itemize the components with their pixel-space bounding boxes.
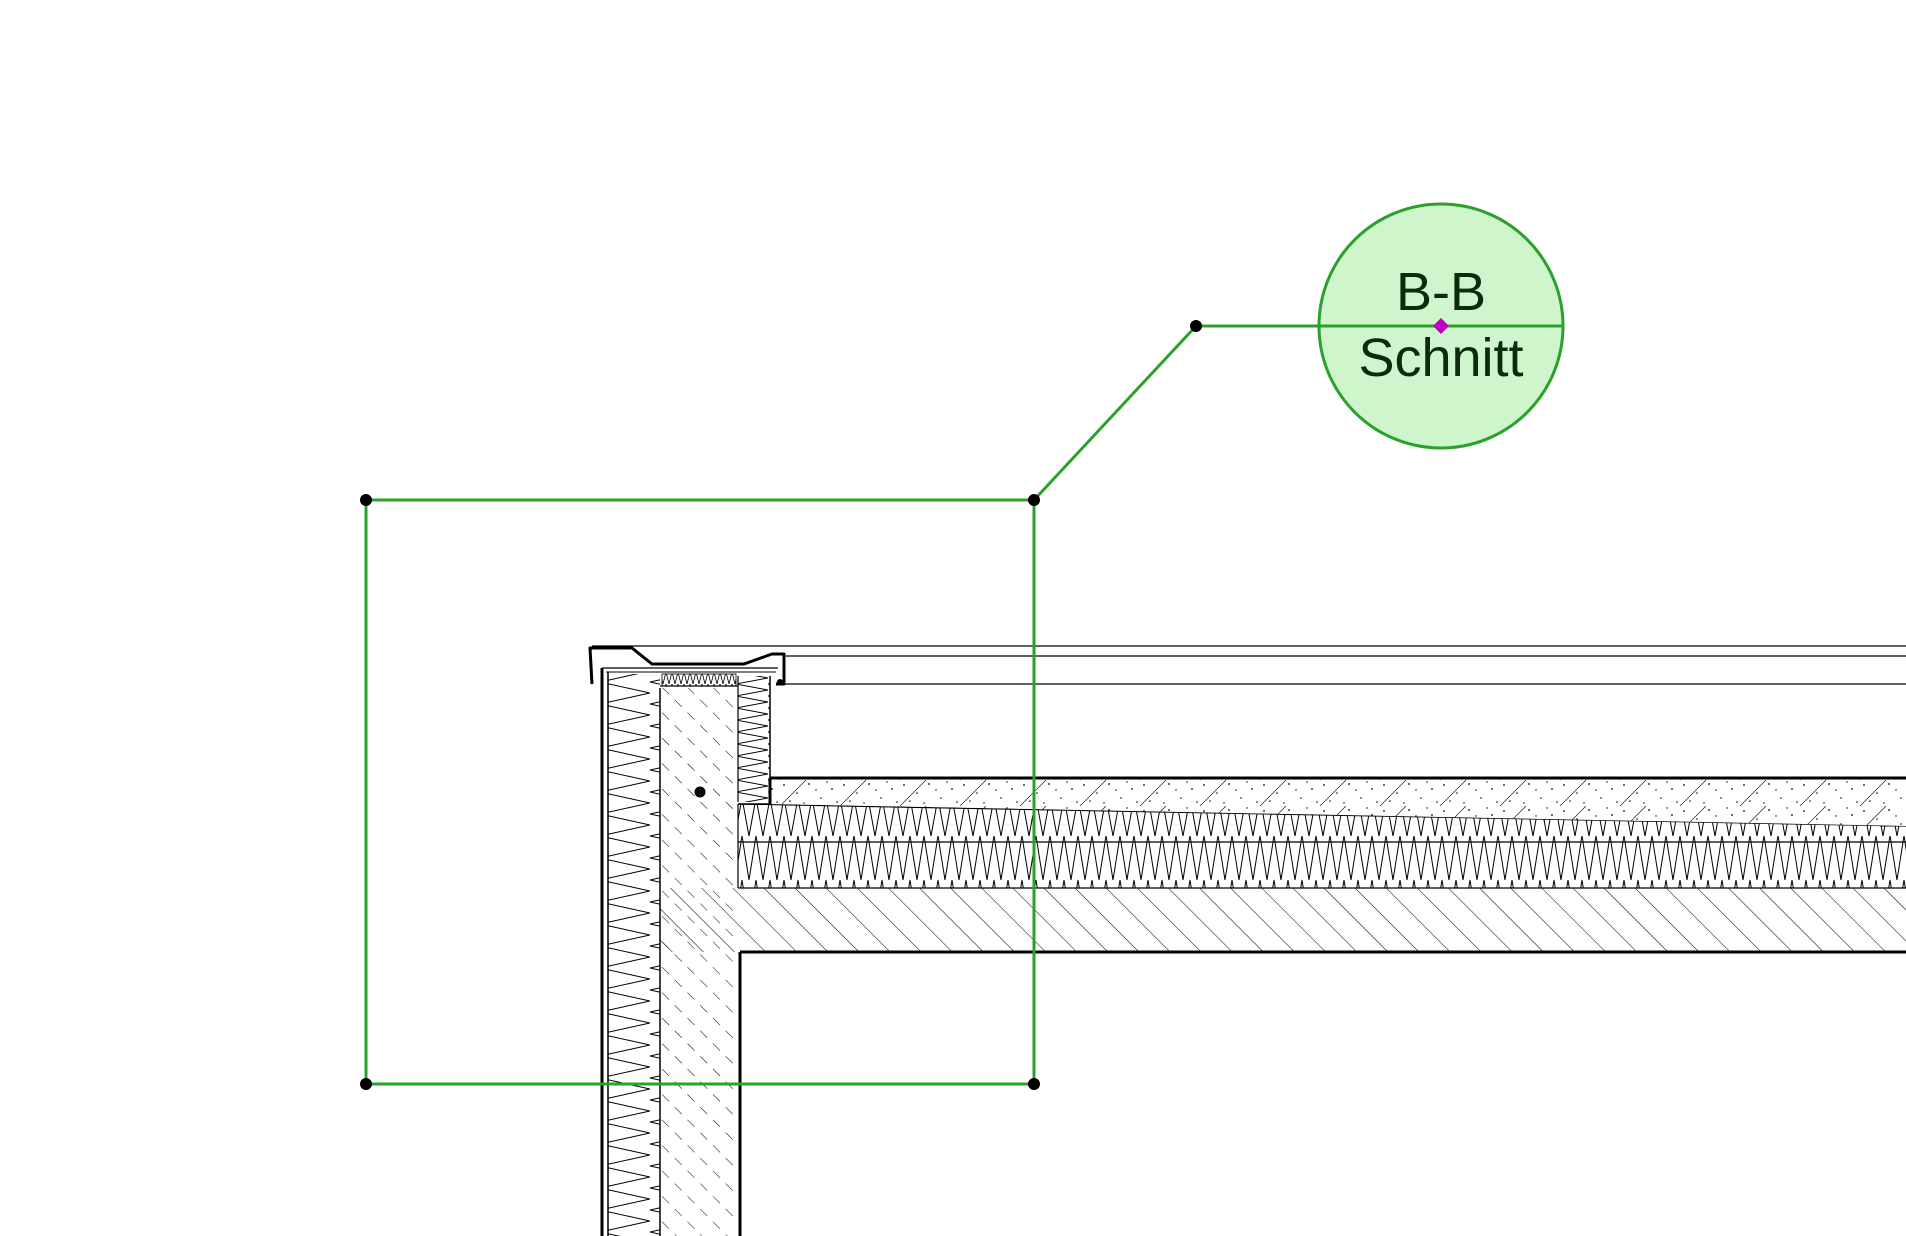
wall-insulation [600,668,660,1236]
detail-boundary[interactable] [364,498,1036,1086]
diamond-icon[interactable] [1433,318,1449,334]
detail-label-title: B-B [1396,262,1486,322]
square-dot-icon[interactable] [1028,494,1040,506]
roof-gravel-layer [768,776,1906,826]
parapet-upstand-insulation [737,676,771,802]
square-dot-icon[interactable] [360,1078,372,1090]
square-dot-icon[interactable] [360,494,372,506]
wall-reference-point[interactable] [694,786,706,798]
roof-slab [738,887,1906,954]
selection-handles[interactable] [360,320,1202,1090]
detail-label-subtitle: Schnitt [1358,328,1523,388]
building-section [588,645,1906,1236]
wall-core [659,688,742,1236]
detail-label-bubble[interactable]: B-B Schnitt [1317,202,1565,450]
railing-lines [592,645,1906,685]
parapet-coping [588,646,786,687]
square-dot-icon[interactable] [1028,1078,1040,1090]
square-dot-icon[interactable] [1190,320,1202,332]
detail-leader-line[interactable] [1032,324,1318,502]
detail-marker[interactable]: B-B Schnitt [360,202,1565,1090]
